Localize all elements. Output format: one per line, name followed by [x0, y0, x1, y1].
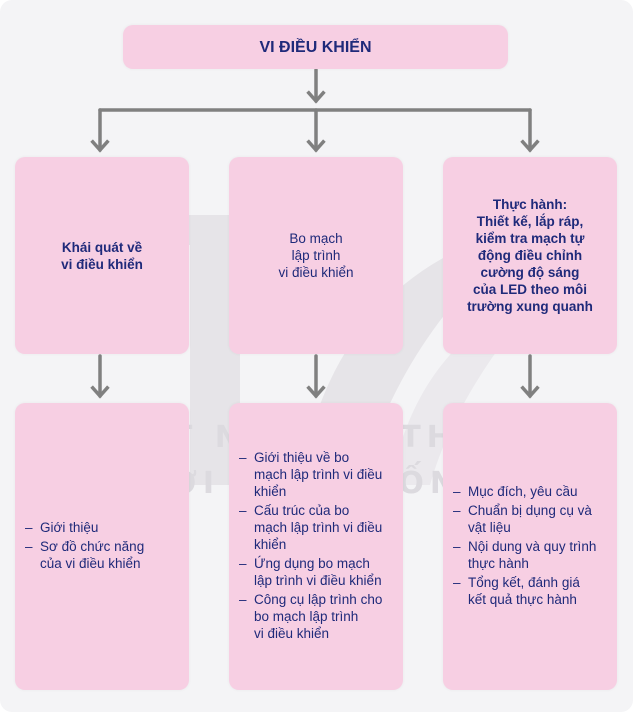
heading-overview: Khái quát về vi điều khiển [61, 239, 143, 272]
heading-box-overview: Khái quát về vi điều khiển [15, 157, 189, 354]
heading-box-practice: Thực hành: Thiết kế, lắp ráp, kiểm tra m… [443, 157, 617, 354]
list-item: Giới thiệu [25, 519, 179, 536]
list-item: Giới thiệu về bo mạch lập trình vi điều … [239, 449, 393, 500]
list-item: Sơ đồ chức năng của vi điều khiển [25, 538, 179, 572]
list-item: Công cụ lập trình cho bo mạch lập trình … [239, 591, 393, 642]
title-box: VI ĐIỀU KHIỂN [123, 25, 508, 69]
list-box-board: Giới thiệu về bo mạch lập trình vi điều … [229, 403, 403, 690]
list-item: Ứng dụng bo mạch lập trình vi điều khiển [239, 555, 393, 589]
list-overview: Giới thiệu Sơ đồ chức năng của vi điều k… [25, 519, 179, 574]
list-item: Cấu trúc của bo mạch lập trình vi điều k… [239, 502, 393, 553]
heading-practice: Thực hành: Thiết kế, lắp ráp, kiểm tra m… [467, 197, 593, 314]
list-box-overview: Giới thiệu Sơ đồ chức năng của vi điều k… [15, 403, 189, 690]
list-item: Chuẩn bị dụng cụ và vật liệu [453, 502, 607, 536]
list-item: Tổng kết, đánh giá kết quả thực hành [453, 574, 607, 608]
list-box-practice: Mục đích, yêu cầu Chuẩn bị dụng cụ và vậ… [443, 403, 617, 690]
heading-board: Bo mạch lập trình vi điều khiển [278, 231, 354, 280]
heading-box-board: Bo mạch lập trình vi điều khiển [229, 157, 403, 354]
diagram-title: VI ĐIỀU KHIỂN [259, 38, 372, 56]
list-practice: Mục đích, yêu cầu Chuẩn bị dụng cụ và vậ… [453, 483, 607, 610]
list-board: Giới thiệu về bo mạch lập trình vi điều … [239, 449, 393, 644]
list-item: Mục đích, yêu cầu [453, 483, 607, 500]
list-item: Nội dung và quy trình thực hành [453, 538, 607, 572]
